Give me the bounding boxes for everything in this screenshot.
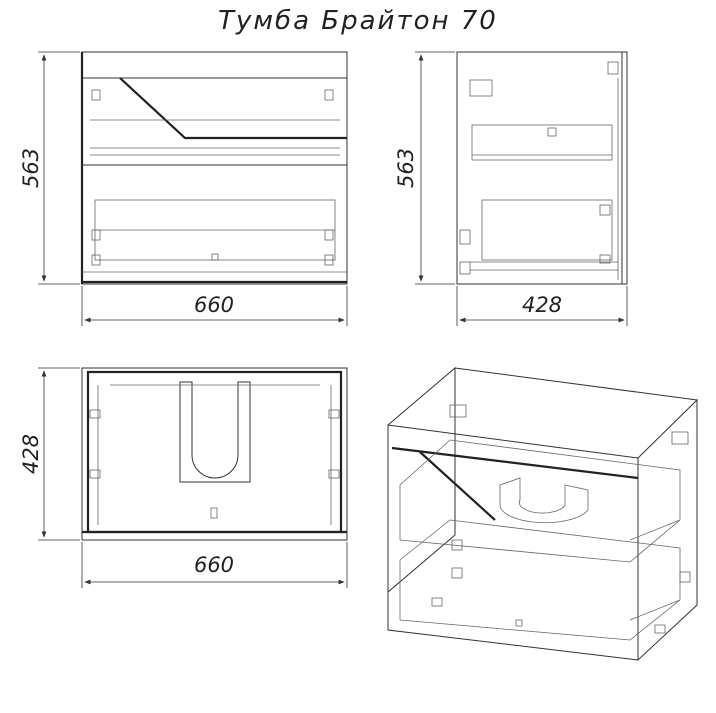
front-height-label: 563	[19, 148, 43, 188]
front-width-label: 660	[194, 293, 234, 317]
front-height-dimension: 563	[19, 51, 80, 285]
front-view	[80, 51, 348, 285]
top-view	[81, 367, 348, 541]
side-depth-dimension: 428	[456, 286, 628, 326]
top-depth-label: 428	[19, 434, 43, 474]
side-height-dimension: 563	[394, 51, 455, 285]
isometric-view	[387, 366, 698, 662]
side-depth-label: 428	[522, 293, 562, 317]
side-view	[456, 51, 628, 285]
top-depth-dimension: 428	[19, 367, 80, 541]
side-height-label: 563	[394, 148, 418, 188]
front-width-dimension: 660	[81, 286, 348, 326]
top-width-label: 660	[194, 553, 234, 577]
top-width-dimension: 660	[81, 542, 348, 588]
drawing-title: Тумба Брайтон 70	[218, 6, 498, 36]
